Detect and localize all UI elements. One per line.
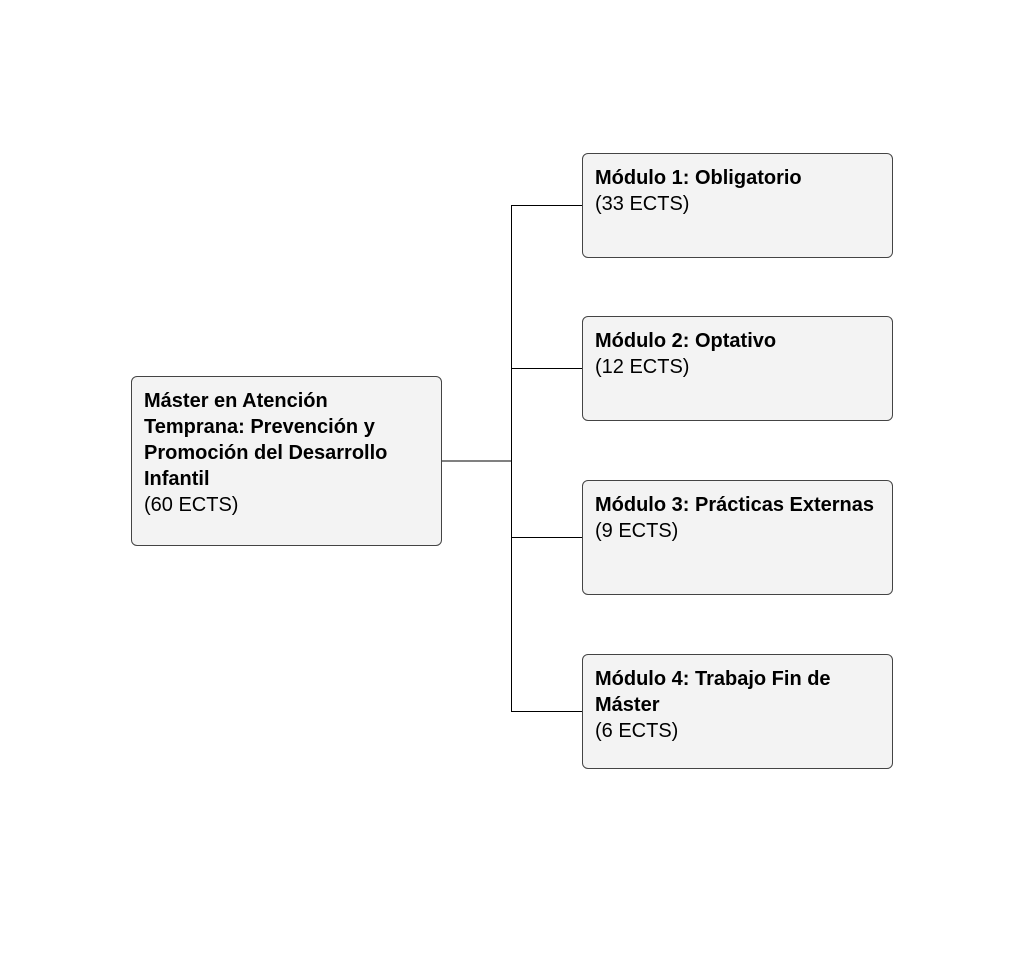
- module-title: Módulo 3: Prácticas Externas: [595, 494, 874, 516]
- module-node-4: Módulo 4: Trabajo Fin de Máster (6 ECTS): [582, 654, 893, 769]
- module-credits: (6 ECTS): [595, 720, 679, 742]
- module-node-3: Módulo 3: Prácticas Externas (9 ECTS): [582, 480, 893, 595]
- module-node-1: Módulo 1: Obligatorio (33 ECTS): [582, 153, 893, 258]
- module-title: Módulo 4: Trabajo Fin de Máster: [595, 668, 831, 716]
- module-credits: (33 ECTS): [595, 193, 690, 215]
- module-credits: (9 ECTS): [595, 520, 679, 542]
- module-title: Módulo 1: Obligatorio: [595, 167, 802, 189]
- module-title: Módulo 2: Optativo: [595, 330, 777, 352]
- root-node-master: Máster en Atención Temprana: Prevención …: [131, 376, 442, 546]
- module-node-2: Módulo 2: Optativo (12 ECTS): [582, 316, 893, 421]
- root-node-title: Máster en Atención Temprana: Prevención …: [144, 390, 388, 490]
- module-credits: (12 ECTS): [595, 356, 690, 378]
- root-node-credits: (60 ECTS): [144, 494, 239, 516]
